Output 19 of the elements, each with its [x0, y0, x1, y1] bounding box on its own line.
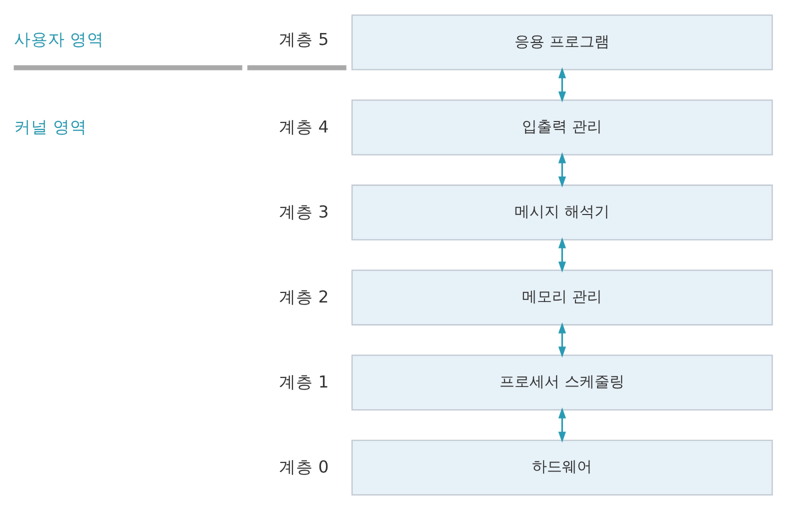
node-label: 계층 0: [279, 457, 329, 476]
node-box: 하드웨어: [351, 439, 773, 496]
node-label: 계층 3: [279, 202, 329, 221]
arrow: [558, 152, 566, 187]
node-box: 메시지 해석기: [351, 184, 773, 240]
arrow: [558, 236, 566, 272]
node-box: 프로세서 스케줄링: [351, 354, 773, 410]
label: 사용자 영역: [14, 29, 104, 48]
arrow: [558, 322, 566, 358]
node-box: 응용 프로그램: [351, 14, 773, 70]
label: 커널 영역: [14, 116, 88, 136]
node-box: 입출력 관리: [351, 99, 773, 155]
arrow: [558, 406, 566, 442]
node-label: 계층 5: [279, 29, 329, 48]
arrow: [558, 66, 566, 102]
node-box: 메모리 관리: [351, 269, 773, 325]
node-label: 계층 4: [279, 116, 329, 136]
node-label: 계층 1: [279, 372, 329, 392]
node-label: 계층 2: [279, 286, 329, 306]
